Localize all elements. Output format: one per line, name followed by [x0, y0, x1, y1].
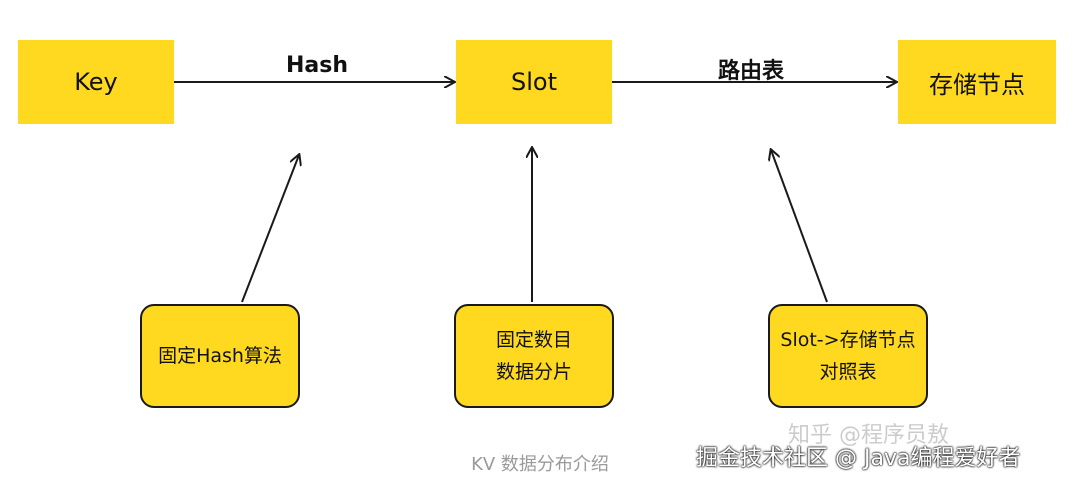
node-slot-label: Slot: [511, 68, 557, 96]
node-storage: 存储节点: [898, 40, 1056, 124]
watermark-zhihu: 知乎 @程序员敖: [788, 423, 949, 448]
node-key: Key: [18, 40, 174, 124]
figure-caption: KV 数据分布介绍: [471, 454, 609, 475]
watermark-juejin: 掘金技术社区 @ Java编程爱好者: [696, 446, 1021, 471]
note-fixed-shards: 固定数目 数据分片: [454, 304, 614, 408]
note-hash-line-1: 固定Hash算法: [158, 345, 282, 367]
note-table-line-2: 对照表: [819, 361, 877, 383]
arrow-note-hash-up: [241, 155, 299, 303]
note-shard-line-1: 固定数目: [495, 329, 572, 351]
node-slot: Slot: [456, 40, 612, 124]
node-storage-label: 存储节点: [929, 70, 1025, 99]
edge-label-hash: Hash: [286, 53, 349, 78]
node-key-label: Key: [74, 68, 118, 96]
note-hash-algorithm: 固定Hash算法: [140, 304, 300, 408]
note-slot-mapping: Slot->存储节点 对照表: [768, 304, 928, 408]
note-shard-line-2: 数据分片: [495, 361, 572, 383]
arrow-note-table-up: [771, 150, 828, 303]
edge-label-routing-table: 路由表: [718, 59, 785, 84]
note-table-line-1: Slot->存储节点: [780, 329, 916, 351]
